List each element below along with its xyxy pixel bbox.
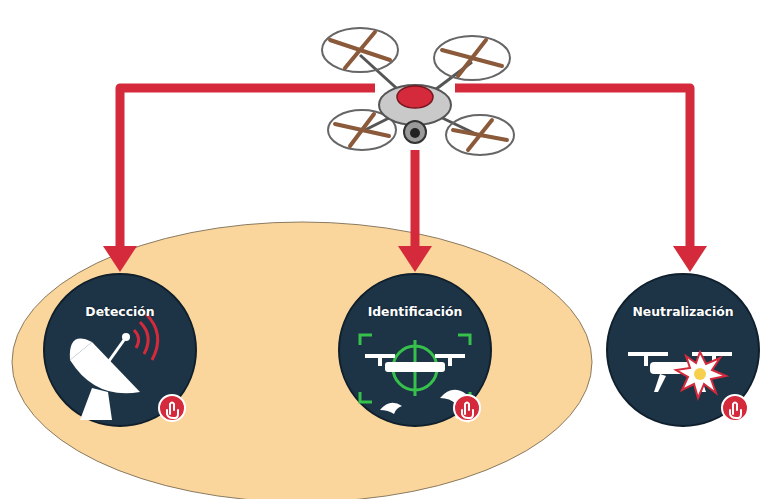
stage-title: Identificación	[339, 304, 491, 319]
stage-title: Neutralización	[607, 304, 759, 319]
arrow-heads	[103, 246, 707, 272]
stage-circle: Neutralización	[607, 274, 759, 426]
region-ellipse	[12, 222, 592, 499]
radar-icon	[70, 314, 158, 420]
node-circles	[44, 274, 759, 426]
drone	[322, 28, 514, 155]
stage-circle: Identificación	[339, 274, 491, 426]
stage-title: Detección	[44, 304, 196, 319]
stage-circle: Detección	[44, 274, 196, 426]
touch-buttons	[159, 395, 748, 421]
neutralization-icon	[628, 352, 732, 398]
